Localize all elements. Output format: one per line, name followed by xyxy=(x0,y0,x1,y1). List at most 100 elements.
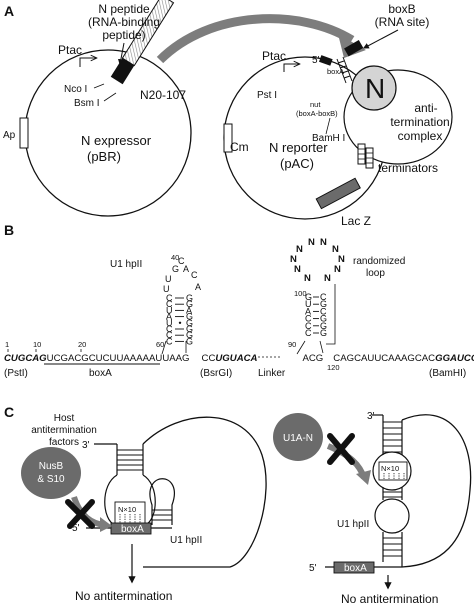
left-result: No antitermination xyxy=(75,589,172,603)
u1-stem-right-nt: G xyxy=(186,330,193,340)
rand-stem-right-link xyxy=(319,340,324,354)
nusb-s10-blob xyxy=(21,447,81,499)
seq-acg: ACG xyxy=(302,353,323,364)
random-n-nt: N xyxy=(320,237,327,248)
nt-40: 40 xyxy=(171,253,179,262)
n-peptide-line3: peptide) xyxy=(102,28,145,42)
complex-line2: termination xyxy=(390,115,449,129)
nt-100: 100 xyxy=(294,289,307,298)
u1-stem-left-nt: U xyxy=(166,318,173,328)
right-nx10-dots xyxy=(383,473,405,480)
rand-stem-right-nt: G xyxy=(320,328,327,338)
u1-hpii-label: U1 hpII xyxy=(110,259,142,270)
random-n-nt: N xyxy=(332,244,339,255)
reporter-name-line1: N reporter xyxy=(269,140,328,155)
n-protein-letter: N xyxy=(365,73,385,104)
ptac-promoter-arrow xyxy=(79,58,97,67)
right-block-x xyxy=(327,433,355,465)
random-n-nt: N xyxy=(308,237,315,248)
bsm-label: Bsm I xyxy=(74,98,100,109)
rand-stem-left-nt: C xyxy=(305,321,312,331)
left-5prime: 5' xyxy=(72,523,80,534)
u1-loop-nt: U xyxy=(165,274,172,284)
u1-loop-nt: A xyxy=(195,282,201,292)
n-protein-circle xyxy=(351,65,397,111)
left-boxa: boxA xyxy=(121,524,144,535)
expressor-name-line2: (pBR) xyxy=(87,149,121,164)
bsrgi-label: (BsrGI) xyxy=(200,368,232,379)
seq-psti: CUGCAG xyxy=(4,353,47,364)
random-n-nt: N xyxy=(294,264,301,275)
reporter-5prime: 5' xyxy=(312,55,320,66)
u1a-n-blob xyxy=(273,413,323,461)
u1-loop-nt: A xyxy=(183,264,189,274)
rand-stem-left-nt: A xyxy=(305,306,311,316)
lacz-label: Lac Z xyxy=(341,214,371,228)
u1-stem-right-nt: G xyxy=(186,324,193,334)
seq-mid: UCGACGCUCUUAAAAAUUAAG xyxy=(47,353,190,364)
rand-stem-right-nt: G xyxy=(320,314,327,324)
boxb-hairpin xyxy=(336,56,353,84)
terminators-label: terminators xyxy=(378,161,438,175)
left-top-stem xyxy=(117,449,143,471)
left-nx10: N×10 xyxy=(118,505,136,514)
u1-loop-nt: G xyxy=(172,264,179,274)
right-u1-hpii: U1 hpII xyxy=(337,519,369,530)
expressor-ptac-label: Ptac xyxy=(58,43,82,57)
rand-stem-left-nt: U xyxy=(305,299,312,309)
psti-label: (PstI) xyxy=(4,368,28,379)
u1-stem-left-nt: C xyxy=(166,299,173,309)
rand-stem-right-nt: C xyxy=(320,292,327,302)
u1-stem-right-nt: G xyxy=(186,299,193,309)
boxb-site-block xyxy=(344,40,364,57)
u1-stem-left-nt: U xyxy=(166,305,173,315)
nusb-line1: NusB xyxy=(39,461,64,472)
u1a-n-label: U1A-N xyxy=(283,433,313,444)
nut-line1: nut xyxy=(310,100,321,109)
right-lower-loop xyxy=(374,498,410,534)
transfer-arrow xyxy=(156,14,355,64)
host-line3: factors xyxy=(49,437,79,448)
ap-label: Ap xyxy=(3,130,16,141)
u1-stem-left-nt: C xyxy=(166,330,173,340)
panel-c-letter: C xyxy=(4,404,14,420)
bamh-label: BamH I xyxy=(312,133,345,144)
left-3prime: 3' xyxy=(82,440,90,451)
nut-line2: (boxA-boxB) xyxy=(296,109,338,118)
pst-label: Pst I xyxy=(257,90,277,101)
rand-stem-left-nt: G xyxy=(305,292,312,302)
reporter-ptac-arrow xyxy=(283,64,300,72)
left-u1-hpii: U1 hpII xyxy=(170,535,202,546)
u1-stem-right-nt: A xyxy=(186,305,192,315)
u1-stem-right-nt: G xyxy=(186,293,193,303)
randomized-line2: loop xyxy=(366,268,385,279)
n-peptide-line2: (RNA-binding xyxy=(88,15,160,29)
u1-stem-right-nt: G xyxy=(186,318,193,328)
left-small-hairpin xyxy=(149,478,175,525)
nt-90: 90 xyxy=(288,340,296,349)
panel-a-letter: A xyxy=(4,3,14,19)
right-upper-loop xyxy=(372,451,412,491)
u1-loop: G A C C U U A xyxy=(163,256,201,294)
rand-stem-right-nt: G xyxy=(320,299,327,309)
plasmid-gap xyxy=(96,68,126,75)
right-nx10: N×10 xyxy=(381,464,399,473)
nco-label: Nco I xyxy=(64,84,87,95)
gu-wobble-dot xyxy=(178,321,182,324)
u1-stem-left-link xyxy=(161,340,167,355)
seq-bamhi: GGAUCC xyxy=(435,353,474,364)
rand-stem-right-nt: C xyxy=(320,306,327,316)
u1-stem-left-nt: A xyxy=(166,312,172,322)
right-nx10-box xyxy=(378,461,408,481)
n-peptide-line1: N peptide xyxy=(98,2,150,16)
lacz-gene xyxy=(315,177,361,210)
right-gray-arrowhead xyxy=(356,470,371,485)
cm-label: Cm xyxy=(230,140,249,154)
right-5prime: 5' xyxy=(309,563,317,574)
seq-cc: CC xyxy=(202,353,216,364)
right-d-shape xyxy=(401,414,472,568)
